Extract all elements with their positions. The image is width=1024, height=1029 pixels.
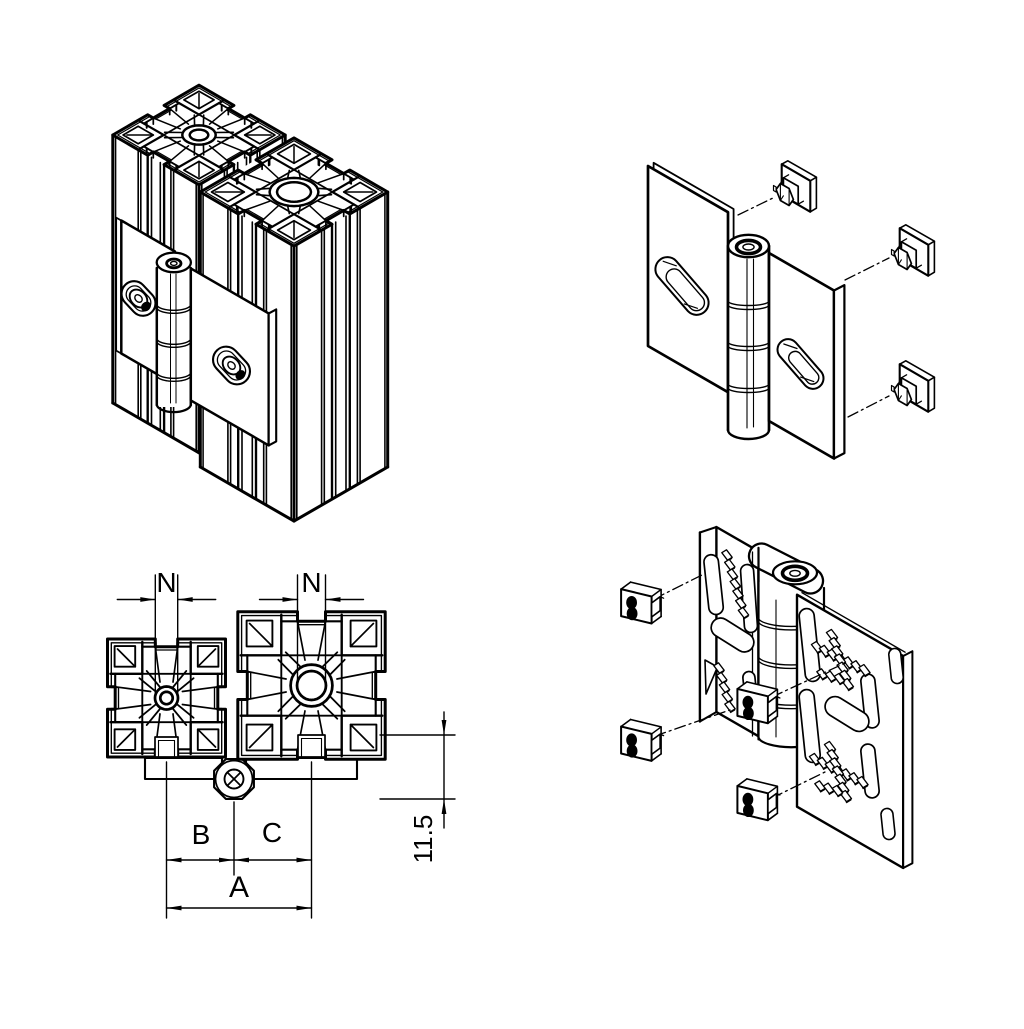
svg-text:B: B xyxy=(192,819,211,850)
svg-text:N: N xyxy=(301,567,321,598)
svg-text:11.5: 11.5 xyxy=(408,815,438,864)
svg-text:A: A xyxy=(229,871,249,904)
svg-text:C: C xyxy=(262,817,282,848)
svg-text:N: N xyxy=(156,567,176,598)
